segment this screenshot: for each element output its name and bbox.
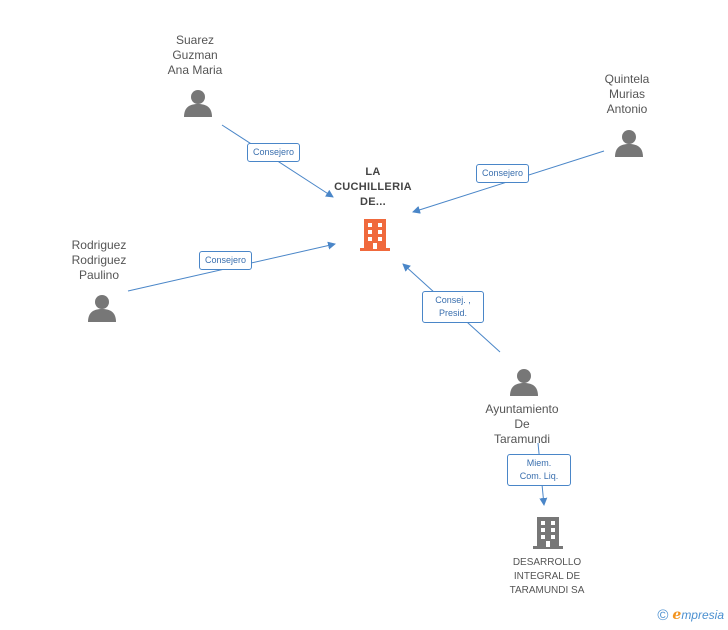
building-icon[interactable] [533,515,563,549]
person-rodriguez-label[interactable]: Rodriguez Rodriguez Paulino [71,238,127,282]
copyright-symbol: © [657,607,669,624]
person-icon[interactable] [509,367,539,397]
brand-name: mpresia [681,608,724,622]
building-icon[interactable] [360,217,390,251]
ayuntamiento-label[interactable]: Ayuntamiento De Taramundi [485,402,559,446]
brand-initial: e [672,607,682,623]
main-company-label[interactable]: LA CUCHILLERIA DE... [334,166,412,208]
person-suarez-label[interactable]: Suarez Guzman Ana Maria [167,33,223,77]
person-icon[interactable] [614,128,644,158]
desarrollo-label[interactable]: DESARROLLO INTEGRAL DE TARAMUNDI SA [509,557,585,596]
relation-badge-suarez[interactable]: Consejero [247,143,301,162]
person-icon[interactable] [183,88,213,118]
relation-badge-ayuntamiento-desarrollo[interactable]: Miem. Com. Liq. [507,454,571,486]
person-quintela-label[interactable]: Quintela Murias Antonio [604,72,650,116]
person-icon[interactable] [87,293,117,323]
relation-badge-ayuntamiento-main[interactable]: Consej. , Presid. [422,291,484,323]
relation-badge-quintela[interactable]: Consejero [476,164,530,183]
relation-badge-rodriguez[interactable]: Consejero [199,251,253,270]
brand-footer: ©empresia [657,607,724,624]
